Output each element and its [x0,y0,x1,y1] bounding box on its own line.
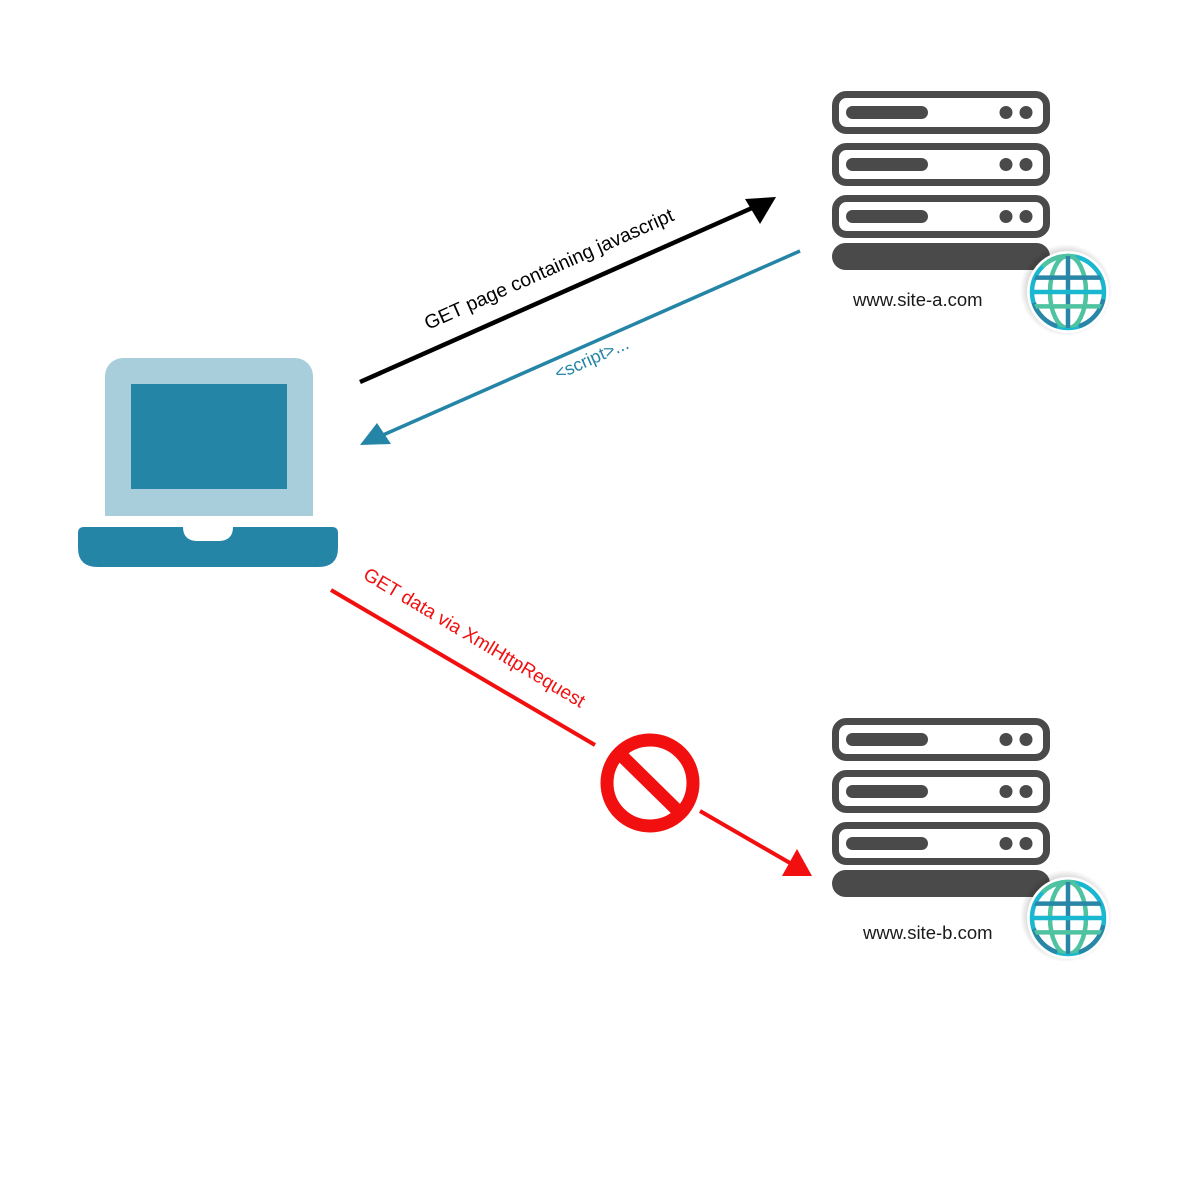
server-site-a: www.site-a.com [832,91,1112,336]
server-unit-bar [846,837,928,850]
laptop-screen [131,384,287,489]
server-led [1019,210,1033,223]
globe-icon [1020,244,1112,336]
globe-outline-arc [1078,924,1106,955]
xhr-arrowhead [782,849,812,876]
site-b-label: www.site-b.com [862,922,993,943]
server-unit [832,770,1050,813]
laptop-icon [78,358,338,567]
get-page-arrow-line [359,205,753,385]
script-response-arrowhead [360,423,391,445]
server-site-b: www.site-b.com [832,718,1112,962]
server-icon [832,91,1050,270]
server-led [1019,733,1033,746]
xhr-arrow-line-after [698,809,792,865]
xhr-arrow-line-before [329,588,597,747]
get-page-arrowhead [745,197,776,224]
server-unit [832,143,1050,186]
server-led [999,837,1013,850]
server-led [1019,785,1033,798]
server-icon [832,718,1050,897]
get-page-label: GET page containing javascript [421,204,678,334]
server-unit-bar [846,210,928,223]
server-unit [832,195,1050,238]
server-led [999,106,1013,119]
server-unit [832,822,1050,865]
prohibited-slash [616,750,684,817]
script-response-arrow-line [382,249,801,437]
server-unit-bar [846,733,928,746]
globe-icon [1020,870,1112,962]
server-led [999,733,1013,746]
server-led [999,785,1013,798]
edge-xhr-blocked: GET data via XmlHttpRequest [329,564,812,876]
server-unit [832,718,1050,761]
server-led [1019,837,1033,850]
server-led [1019,106,1033,119]
laptop-base [78,527,338,567]
globe-grid [1032,256,1104,328]
prohibited-icon [600,733,700,833]
prohibited-ring [600,733,700,833]
server-unit-bar [846,785,928,798]
server-unit-bar [846,158,928,171]
server-unit [832,91,1050,134]
server-base [832,243,1050,270]
server-unit-bar [846,106,928,119]
server-base [832,870,1050,897]
xhr-label: GET data via XmlHttpRequest [359,564,589,713]
edge-script-response: <script>... [360,249,801,445]
globe-grid [1032,882,1104,954]
server-led [999,210,1013,223]
globe-outline-arc [1078,298,1106,329]
server-led [1019,158,1033,171]
site-a-label: www.site-a.com [852,289,983,310]
script-response-label: <script>... [551,333,631,383]
server-led [999,158,1013,171]
